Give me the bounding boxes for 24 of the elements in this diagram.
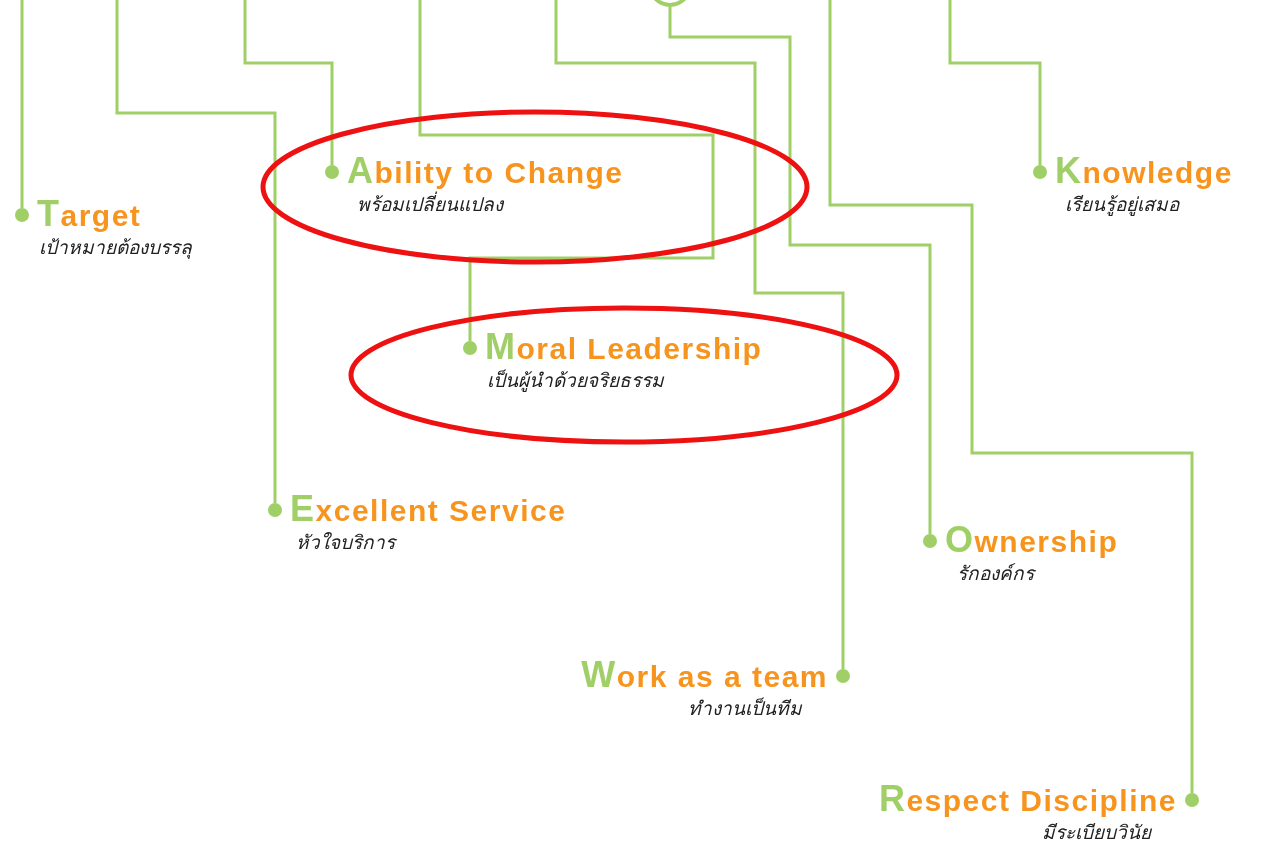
value-subtitle: ทำงานเป็นทีม bbox=[688, 696, 802, 721]
value-subtitle: รักองค์กร bbox=[957, 561, 1034, 586]
value-subtitle: เรียนรู้อยู่เสมอ bbox=[1065, 192, 1179, 217]
value-title: Target bbox=[37, 198, 142, 232]
value-title: Respect Discipline bbox=[878, 783, 1177, 817]
value-title: Moral Leadership bbox=[485, 331, 763, 365]
connector-line bbox=[668, 7, 932, 534]
value-title: Excellent Service bbox=[290, 493, 567, 527]
value-title: Ability to Change bbox=[347, 155, 624, 189]
connector-line bbox=[948, 0, 1042, 165]
value-subtitle: เป้าหมายต้องบรรลุ bbox=[39, 235, 192, 260]
connector-line bbox=[828, 0, 1194, 793]
value-subtitle: มีระเบียบวินัย bbox=[1042, 820, 1151, 845]
value-title: Work as a team bbox=[581, 659, 828, 693]
connector-line bbox=[115, 0, 277, 503]
value-title: Ownership bbox=[945, 524, 1119, 558]
connector-line bbox=[243, 0, 334, 165]
value-subtitle: เป็นผู้นำด้วยจริยธรรม bbox=[487, 368, 664, 393]
value-title: Knowledge bbox=[1055, 155, 1233, 189]
connector-line bbox=[418, 0, 715, 341]
connector-line bbox=[554, 0, 845, 669]
connector-line bbox=[20, 0, 24, 208]
value-subtitle: พร้อมเปลี่ยนแปลง bbox=[357, 191, 503, 217]
value-subtitle: หัวใจบริการ bbox=[296, 530, 395, 555]
